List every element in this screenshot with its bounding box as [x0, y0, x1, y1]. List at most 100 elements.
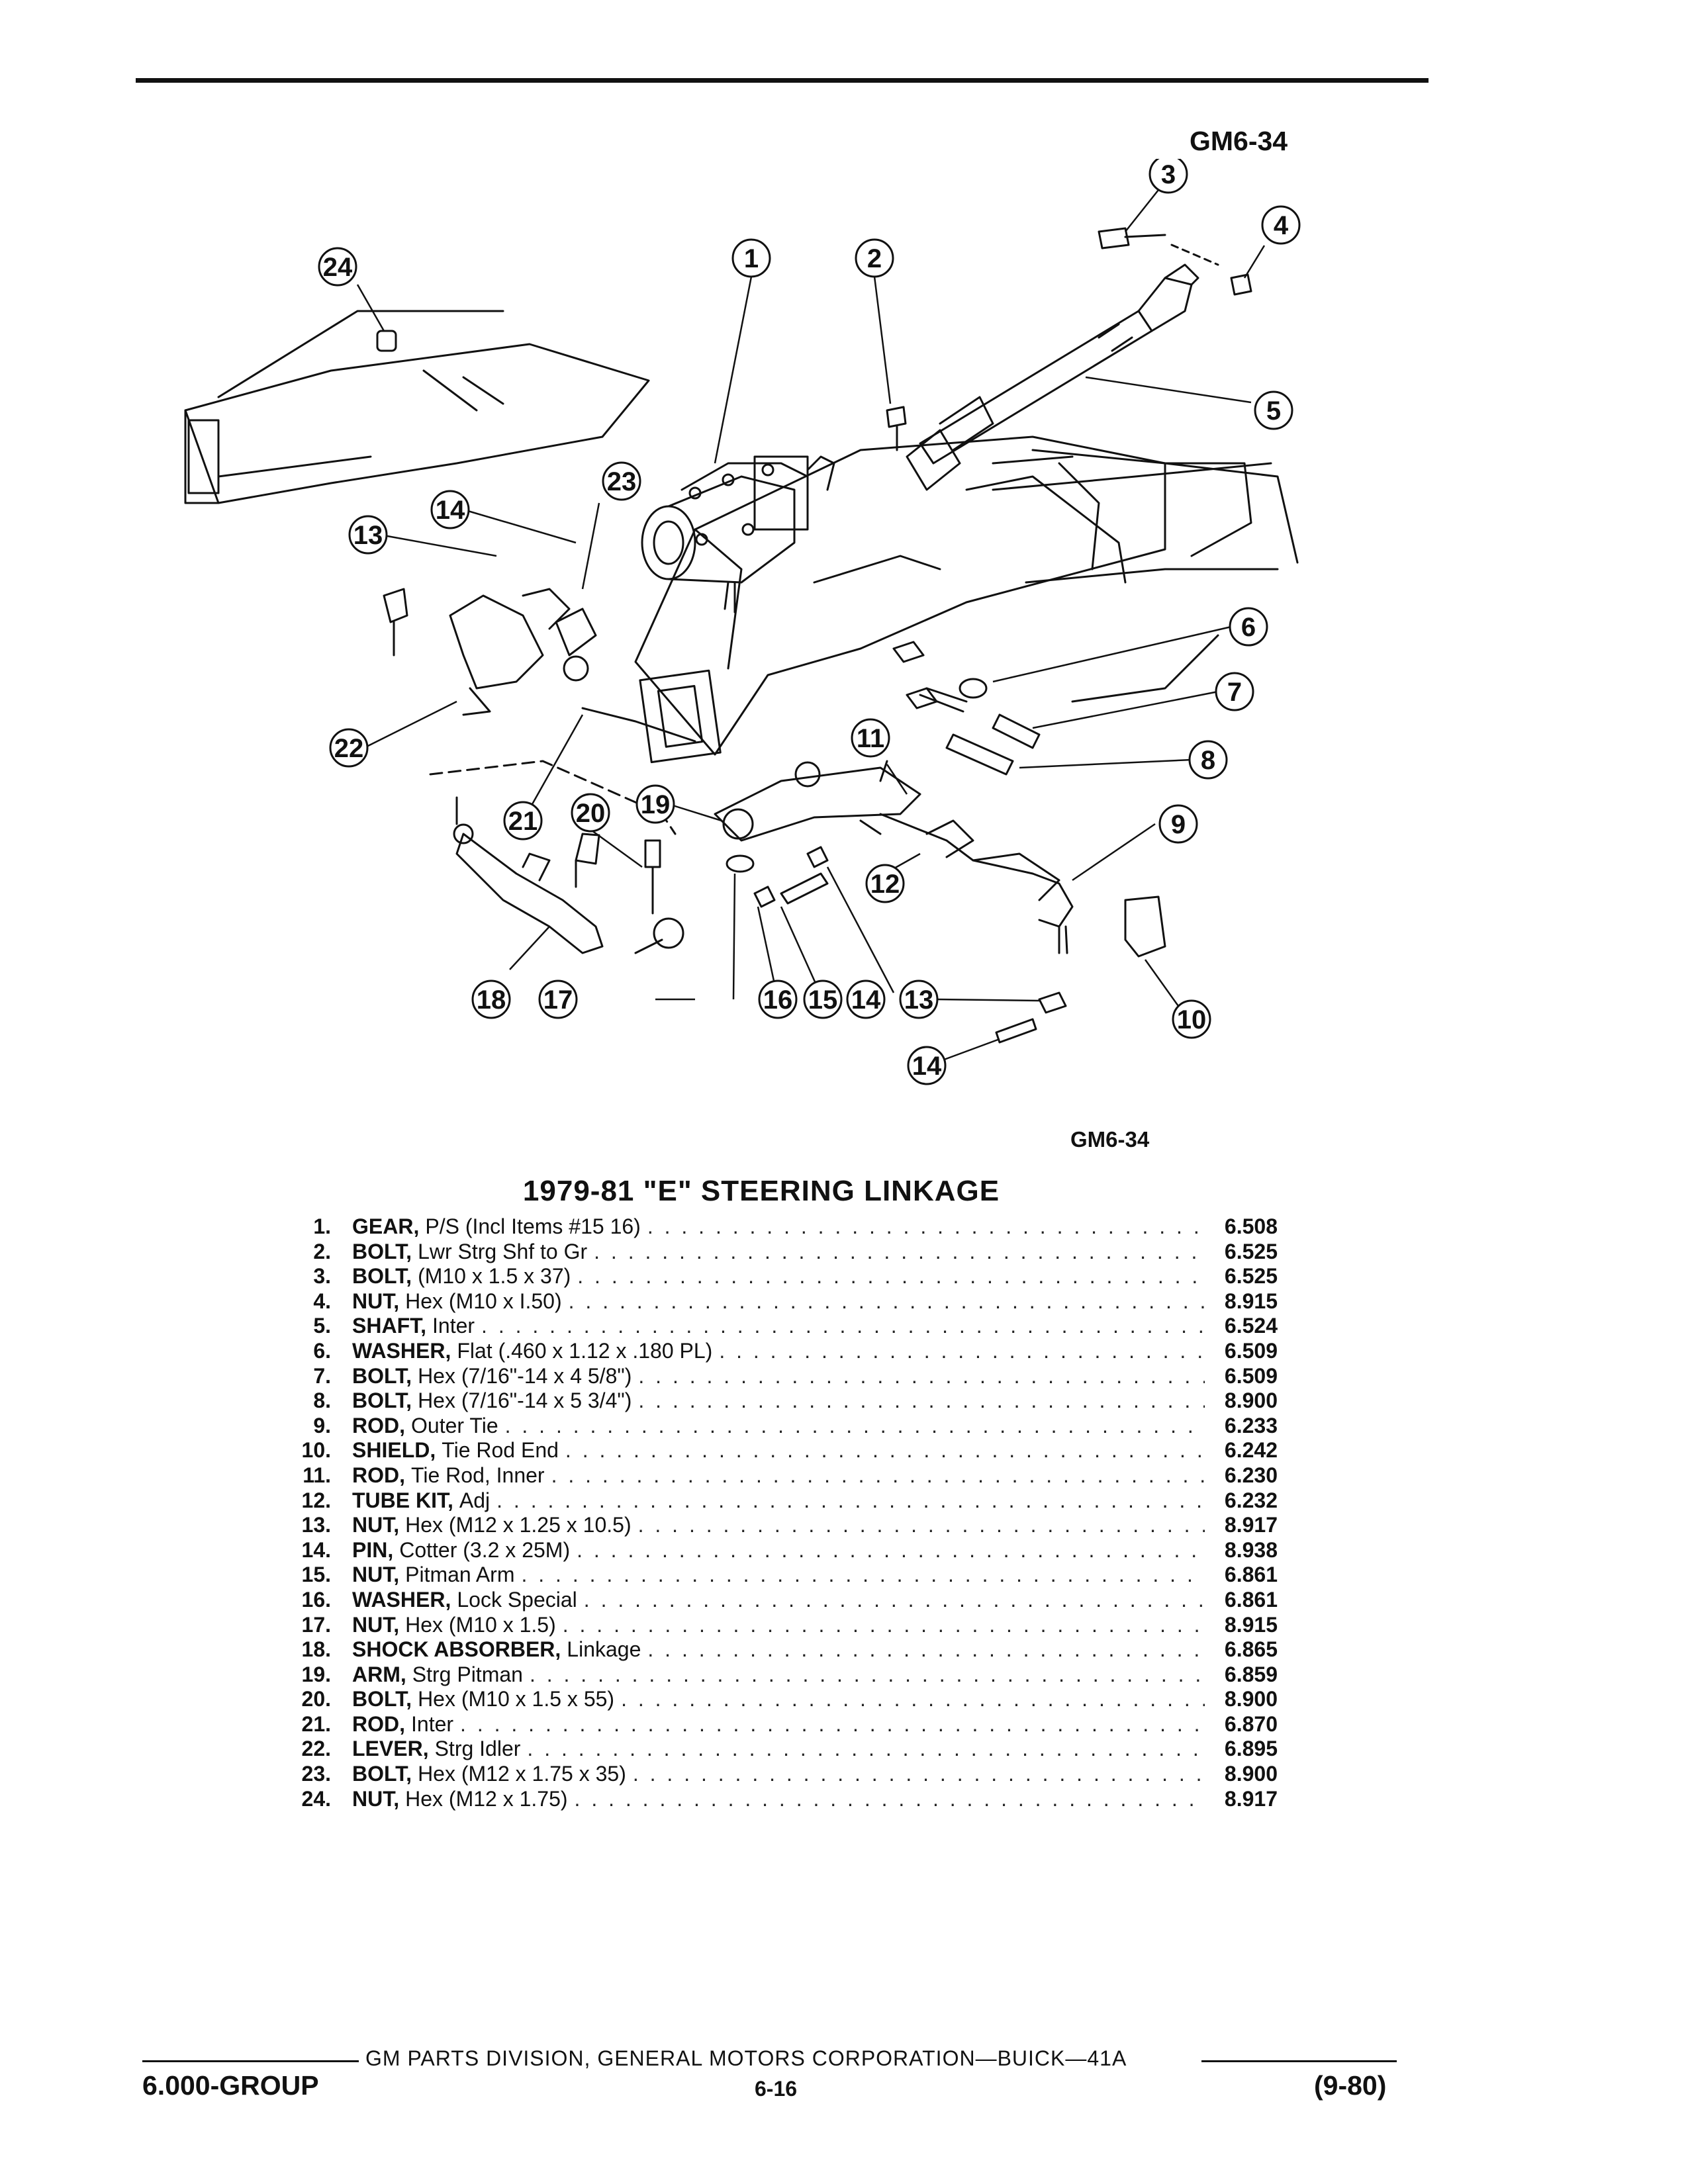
- dot-leader: . . . . . . . . . . . . . . . . . . . . …: [594, 1239, 1205, 1263]
- dot-leader: . . . . . . . . . . . . . . . . . . . . …: [529, 1662, 1205, 1686]
- part-number: 8.: [313, 1388, 331, 1413]
- part-number: 21.: [301, 1711, 331, 1736]
- parts-list-row: 18.SHOCK ABSORBER,Linkage . . . . . . . …: [265, 1637, 1278, 1662]
- figure-code-bottom: GM6-34: [1070, 1127, 1150, 1152]
- part-number: 7.: [313, 1363, 331, 1388]
- bolt-3: [1098, 227, 1166, 250]
- callout-8: 8: [1201, 746, 1215, 775]
- part-number: 6.: [313, 1338, 331, 1363]
- callout-21: 21: [508, 807, 538, 836]
- part-group-code: 8.915: [1224, 1289, 1278, 1313]
- callout-20: 20: [576, 799, 606, 828]
- parts-list-row: 9.ROD,Outer Tie . . . . . . . . . . . . …: [265, 1414, 1278, 1439]
- idler-lever: [383, 588, 597, 716]
- top-rule: [136, 78, 1429, 83]
- part-description: Outer Tie: [411, 1413, 498, 1437]
- callout-14-upper: 14: [436, 496, 465, 525]
- part-description: Hex (M12 x 1.75): [405, 1786, 568, 1811]
- dot-leader: . . . . . . . . . . . . . . . . . . . . …: [647, 1637, 1205, 1662]
- part-description: (M10 x 1.5 x 37): [418, 1264, 571, 1289]
- bolt-8: [945, 733, 1014, 776]
- part-name: GEAR,: [352, 1214, 420, 1238]
- dot-leader: . . . . . . . . . . . . . . . . . . . . …: [460, 1711, 1205, 1736]
- bolt-2: [886, 406, 907, 451]
- part-name: BOLT,: [352, 1239, 412, 1263]
- parts-list-row: 21.ROD,Inter . . . . . . . . . . . . . .…: [265, 1712, 1278, 1737]
- part-number: 4.: [313, 1289, 331, 1313]
- part-description: Pitman Arm: [405, 1563, 515, 1587]
- dot-leader: . . . . . . . . . . . . . . . . . . . . …: [632, 1762, 1205, 1786]
- part-description: Hex (7/16"-14 x 5 3/4"): [418, 1388, 632, 1413]
- part-group-code: 6.232: [1224, 1488, 1278, 1512]
- dot-leader: . . . . . . . . . . . . . . . . . . . . …: [719, 1338, 1205, 1363]
- part-group-code: 6.861: [1224, 1587, 1278, 1612]
- parts-list-row: 3.BOLT,(M10 x 1.5 x 37) . . . . . . . . …: [265, 1264, 1278, 1289]
- part-group-code: 6.861: [1224, 1563, 1278, 1587]
- part-group-code: 6.509: [1224, 1363, 1278, 1388]
- callout-19: 19: [641, 790, 671, 819]
- washer-6: [959, 678, 988, 699]
- dot-leader: . . . . . . . . . . . . . . . . . . . . …: [496, 1488, 1205, 1512]
- callout-15: 15: [808, 985, 838, 1015]
- callout-16: 16: [763, 985, 793, 1015]
- dot-leader: . . . . . . . . . . . . . . . . . . . . …: [583, 1587, 1205, 1612]
- dot-leader: . . . . . . . . . . . . . . . . . . . . …: [562, 1612, 1205, 1637]
- outer-tie-rod: [1031, 872, 1074, 928]
- part-number: 14.: [301, 1537, 331, 1562]
- frame-bracket: [639, 669, 722, 764]
- part-group-code: 6.233: [1224, 1413, 1278, 1437]
- shock-absorber: [453, 796, 684, 954]
- parts-list-row: 12.TUBE KIT,Adj . . . . . . . . . . . . …: [265, 1488, 1278, 1514]
- intermediate-shaft: [906, 263, 1199, 491]
- callout-23: 23: [607, 467, 637, 496]
- part-group-code: 6.525: [1224, 1239, 1278, 1263]
- part-description: Hex (M10 x I.50): [405, 1289, 562, 1313]
- footer-date: (9-80): [1314, 2070, 1387, 2101]
- callout-24: 24: [323, 253, 353, 282]
- part-number: 17.: [301, 1612, 331, 1637]
- nut-24: [376, 330, 397, 352]
- part-name: SHAFT,: [352, 1314, 426, 1338]
- parts-list-row: 4.NUT,Hex (M10 x I.50) . . . . . . . . .…: [265, 1289, 1278, 1314]
- part-group-code: 6.230: [1224, 1463, 1278, 1487]
- part-number: 22.: [301, 1737, 331, 1761]
- dot-leader: . . . . . . . . . . . . . . . . . . . . …: [481, 1314, 1205, 1338]
- part-description: Strg Idler: [434, 1737, 521, 1761]
- dot-leader: . . . . . . . . . . . . . . . . . . . . …: [577, 1537, 1205, 1562]
- part-number: 18.: [301, 1637, 331, 1662]
- parts-list-row: 11.ROD,Tie Rod, Inner . . . . . . . . . …: [265, 1463, 1278, 1488]
- part-description: Hex (M12 x 1.75 x 35): [418, 1762, 626, 1786]
- part-number: 2.: [313, 1239, 331, 1263]
- callout-6: 6: [1241, 613, 1256, 642]
- part-group-code: 8.900: [1224, 1762, 1278, 1786]
- steering-gear: [641, 455, 835, 614]
- dot-leader: . . . . . . . . . . . . . . . . . . . . …: [577, 1264, 1205, 1289]
- shield-10: [1124, 895, 1166, 958]
- dot-leader: . . . . . . . . . . . . . . . . . . . . …: [565, 1438, 1205, 1463]
- nut-13b: [1038, 991, 1067, 1014]
- part-description: Inter: [411, 1711, 454, 1736]
- part-description: Adj: [459, 1488, 491, 1512]
- parts-list-row: 5.SHAFT,Inter . . . . . . . . . . . . . …: [265, 1314, 1278, 1339]
- part-group-code: 6.895: [1224, 1737, 1278, 1761]
- part-name: WASHER,: [352, 1338, 451, 1363]
- part-number: 24.: [301, 1786, 331, 1811]
- part-number: 23.: [301, 1762, 331, 1786]
- part-number: 12.: [301, 1488, 331, 1512]
- part-description: Hex (M12 x 1.25 x 10.5): [405, 1513, 632, 1537]
- part-number: 19.: [301, 1662, 331, 1686]
- parts-list-row: 14.PIN,Cotter (3.2 x 25M) . . . . . . . …: [265, 1538, 1278, 1563]
- part-group-code: 6.870: [1224, 1711, 1278, 1736]
- nut-4: [1230, 273, 1252, 296]
- page-title: 1979-81 "E" STEERING LINKAGE: [522, 1175, 1000, 1207]
- part-number: 10.: [301, 1438, 331, 1463]
- parts-list-row: 20.BOLT,Hex (M10 x 1.5 x 55) . . . . . .…: [265, 1687, 1278, 1712]
- frame-rail: [184, 343, 650, 504]
- part-description: Hex (M10 x 1.5 x 55): [418, 1687, 615, 1711]
- dot-leader: . . . . . . . . . . . . . . . . . . . . …: [647, 1214, 1205, 1238]
- parts-list-row: 2.BOLT,Lwr Strg Shf to Gr . . . . . . . …: [265, 1240, 1278, 1265]
- part-number: 13.: [301, 1513, 331, 1537]
- part-description: Hex (M10 x 1.5): [405, 1612, 556, 1637]
- footer-division: GM PARTS DIVISION, GENERAL MOTORS CORPOR…: [365, 2046, 1127, 2070]
- part-name: SHOCK ABSORBER,: [352, 1637, 561, 1662]
